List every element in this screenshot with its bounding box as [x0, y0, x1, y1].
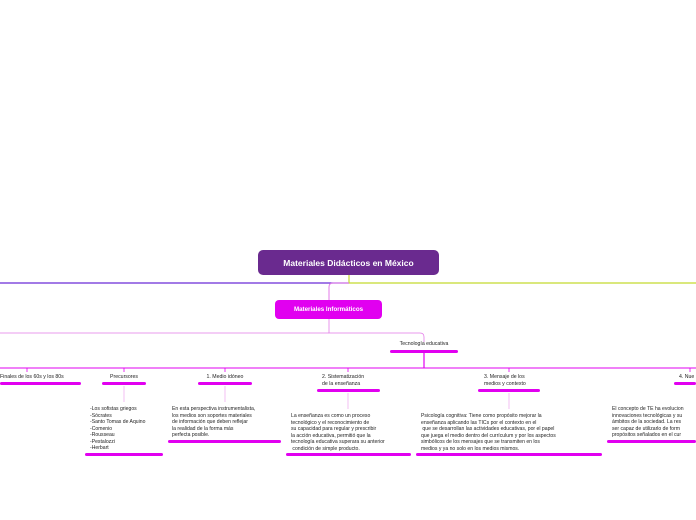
branch-precursores-title[interactable]: Precursores	[110, 374, 138, 380]
branch-medio-title[interactable]: 1. Medio idóneo	[206, 374, 244, 380]
branch-mensaje-body-underline	[416, 453, 602, 456]
branch-mensaje-underline	[478, 389, 540, 392]
branch-sistematizacion-underline	[317, 389, 380, 392]
branch-nuevo-body-underline	[607, 440, 696, 443]
root-topic[interactable]: Materiales Didácticos en México	[258, 250, 439, 275]
branch-sistematizacion-title[interactable]: 2. Sistematización de la enseñanza	[322, 374, 365, 387]
branch-finales-underline	[0, 382, 81, 385]
branch-precursores-body[interactable]: -Los sofistas griegos -Sócrates -Santo T…	[90, 406, 146, 451]
branch-nuevo-body[interactable]: El concepto de TE ha evolucion innovacio…	[612, 406, 684, 438]
branch-finales-title[interactable]: Finales de los 60s y los 80s	[0, 374, 64, 380]
branch-medio-underline	[198, 382, 252, 385]
branch-sistematizacion-body[interactable]: La enseñanza es como un proceso tecnológ…	[291, 413, 385, 452]
main-sub-line	[328, 319, 425, 342]
branch-precursores-body-underline	[85, 453, 163, 456]
branch-nuevo-title[interactable]: 4. Nue	[679, 374, 695, 380]
branch-nuevo-underline	[674, 382, 696, 385]
subtopic-underline	[390, 350, 458, 353]
root-right-line	[348, 275, 696, 284]
branch-medio-body[interactable]: En esta perspectiva instrumentalista, lo…	[172, 406, 256, 438]
branch-medio-body-underline	[168, 440, 281, 443]
main-topic-materiales-informaticos[interactable]: Materiales Informáticos	[275, 300, 382, 319]
branch-precursores-underline	[102, 382, 146, 385]
branch-sistematizacion-body-underline	[286, 453, 411, 456]
branch-mensaje-title[interactable]: 3. Mensaje de los medios y contexto	[484, 374, 526, 387]
root-main-line	[328, 282, 349, 300]
subtopic-tecnologia-educativa[interactable]: Tecnología educativa	[399, 341, 449, 347]
branch-mensaje-body[interactable]: Psicología cognitiva: Tiene como propósi…	[421, 413, 556, 452]
